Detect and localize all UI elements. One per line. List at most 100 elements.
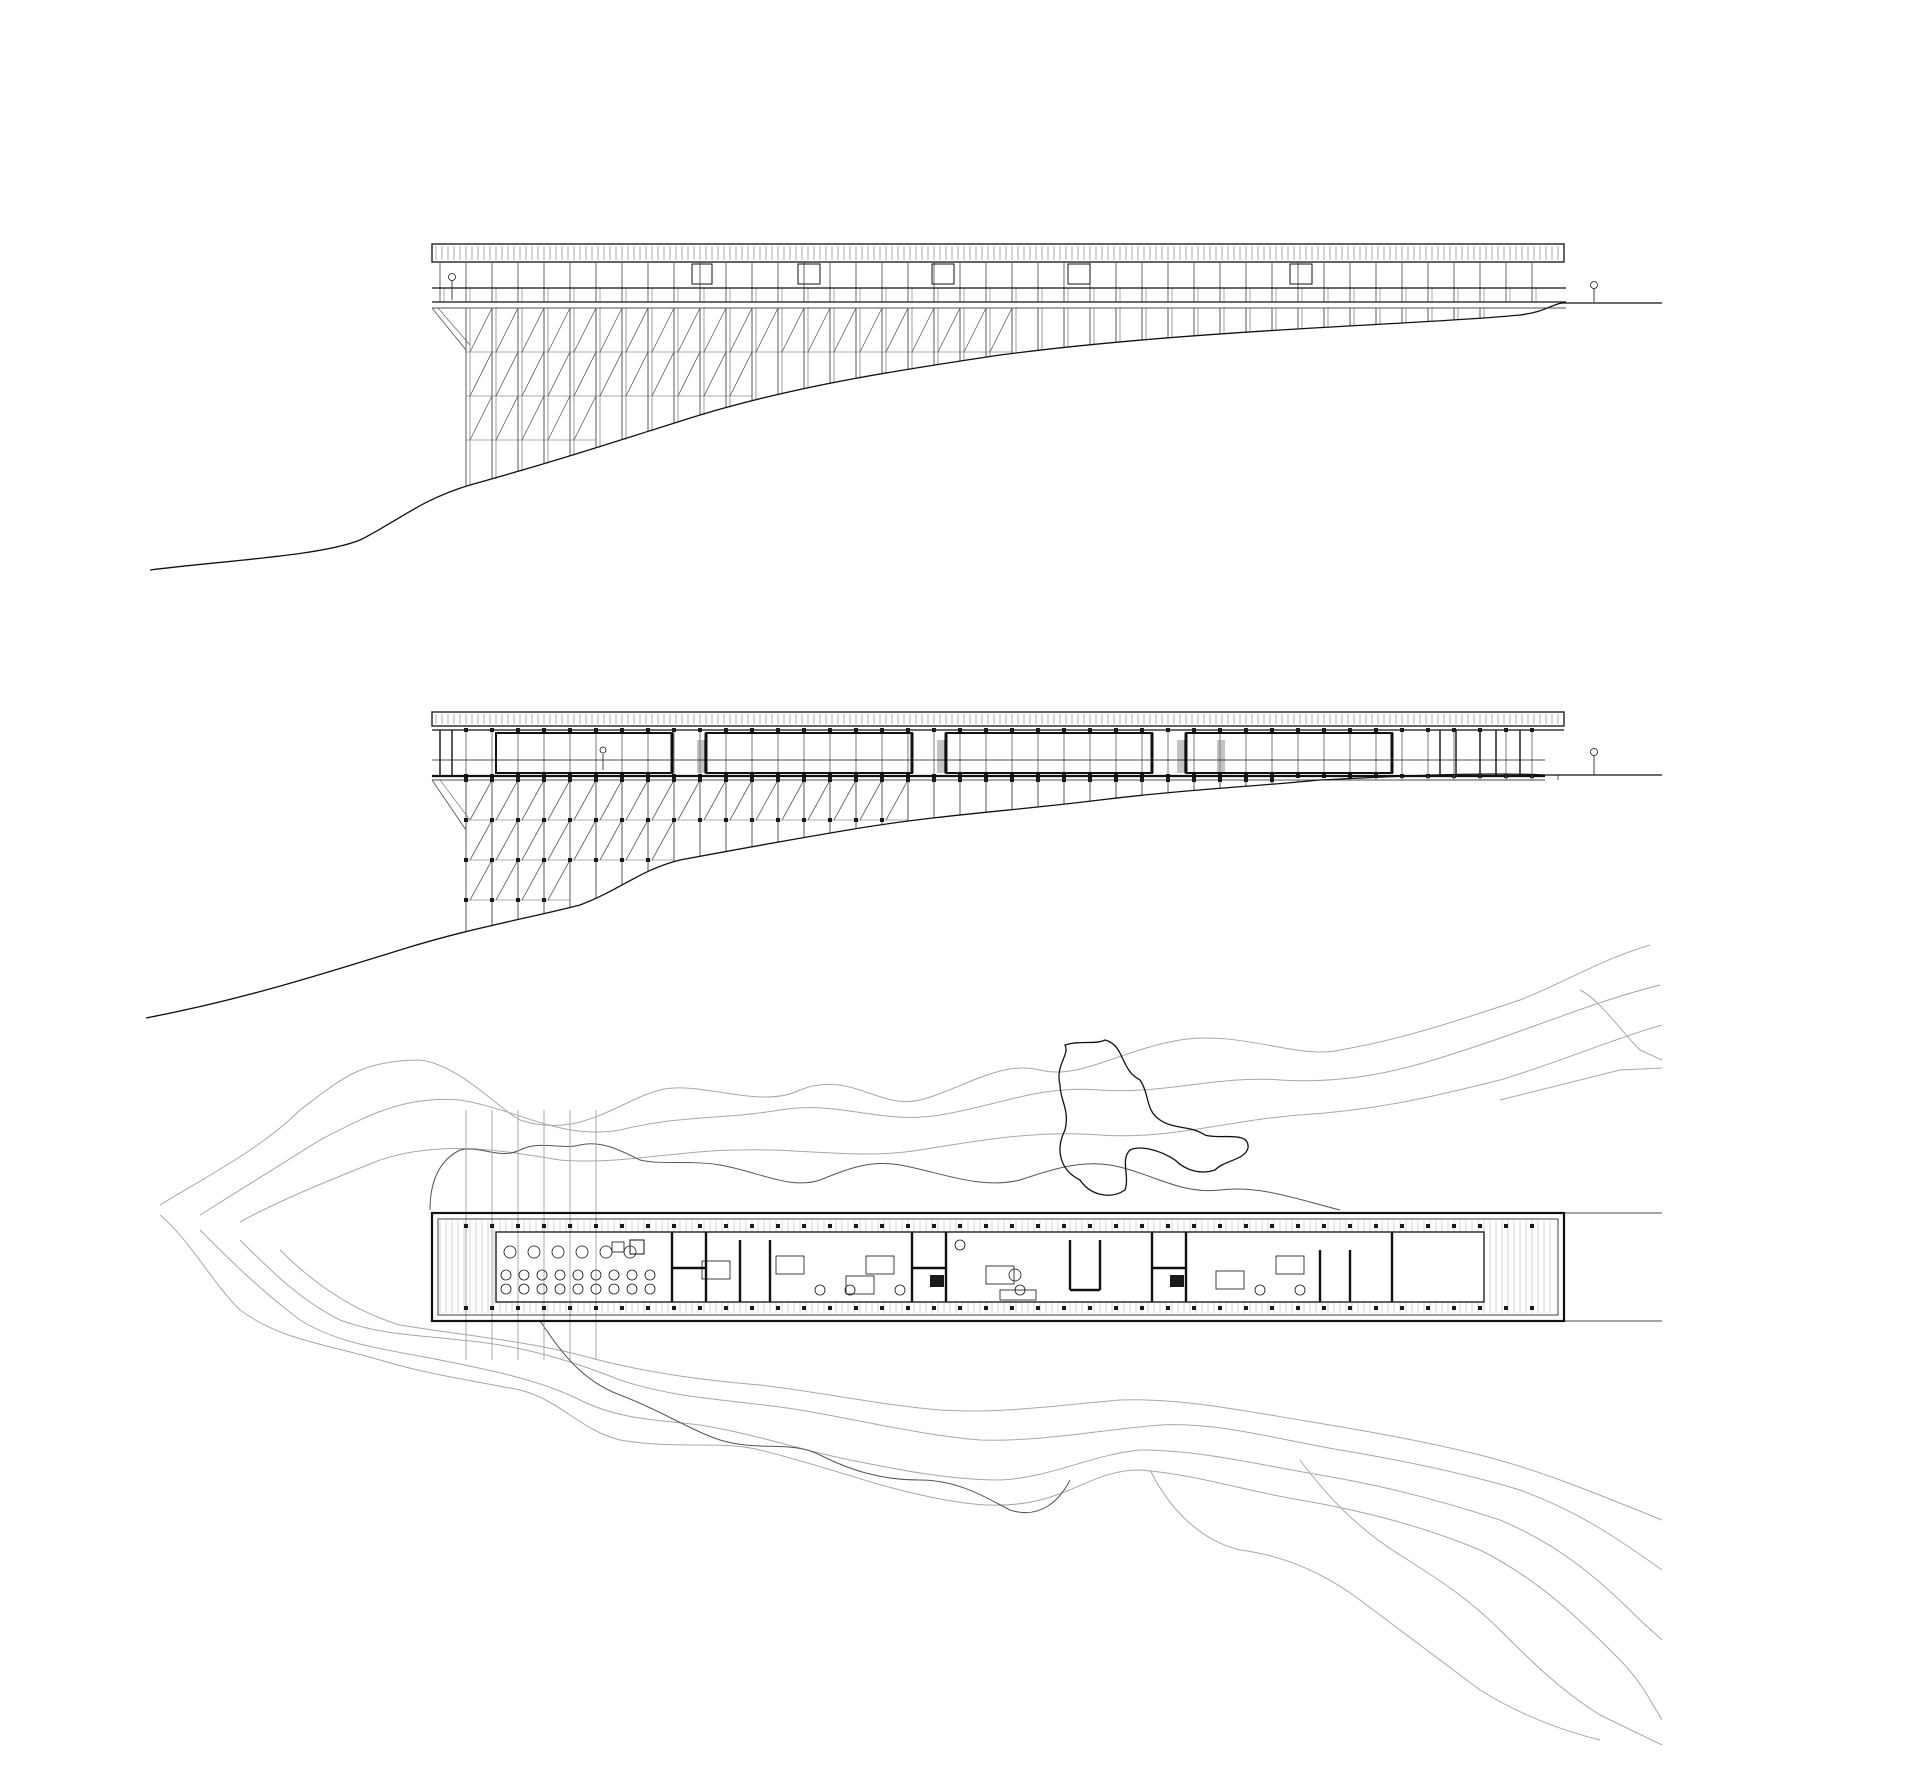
- column: [1062, 1306, 1066, 1310]
- column: [802, 1224, 806, 1228]
- column: [1400, 1224, 1404, 1228]
- column: [958, 1306, 962, 1310]
- dining-chair: [500, 1269, 512, 1281]
- joint-node: [1010, 778, 1014, 782]
- column: [906, 1306, 910, 1310]
- joint-node: [698, 818, 702, 822]
- contour-line: [199, 984, 1661, 1216]
- column: [1296, 1224, 1300, 1228]
- diagonal-brace: [573, 351, 597, 397]
- column-node-top: [724, 728, 728, 732]
- column: [828, 1306, 832, 1310]
- window: [1289, 263, 1313, 285]
- dining-chair: [590, 1269, 602, 1281]
- column-node-top: [776, 728, 780, 732]
- joint-node: [1218, 778, 1222, 782]
- column-node-top: [880, 728, 884, 732]
- deck-slats: [439, 1221, 1551, 1313]
- joint-node: [542, 818, 546, 822]
- joint-node: [1140, 778, 1144, 782]
- column: [1504, 1306, 1508, 1310]
- diagonal-brace: [469, 819, 493, 861]
- diagonal-brace: [963, 307, 987, 353]
- diagonal-brace: [625, 351, 649, 397]
- joint-node: [958, 778, 962, 782]
- dining-chair: [626, 1283, 638, 1295]
- column-node-top: [828, 728, 832, 732]
- cantilever-strut: [437, 307, 471, 346]
- diagonal-brace: [703, 351, 727, 397]
- dining-chair: [503, 1245, 517, 1259]
- diagonal-brace: [703, 779, 727, 821]
- column: [568, 1224, 572, 1228]
- column: [1426, 1224, 1430, 1228]
- column: [1400, 1306, 1404, 1310]
- room-volume: [945, 732, 1153, 774]
- column: [1088, 1306, 1092, 1310]
- diagonal-brace: [547, 307, 571, 353]
- joint-node: [594, 858, 598, 862]
- sink: [611, 1241, 625, 1253]
- column: [776, 1306, 780, 1310]
- rock-outline: [429, 1143, 1341, 1211]
- column-node-top: [1244, 728, 1248, 732]
- column-node-top: [1426, 728, 1430, 732]
- dining-chair: [554, 1269, 566, 1281]
- column: [542, 1224, 546, 1228]
- sofa: [999, 1289, 1037, 1301]
- diagonal-brace: [599, 307, 623, 353]
- column: [1010, 1306, 1014, 1310]
- diagonal-brace: [677, 351, 701, 397]
- column-node-top: [1530, 728, 1534, 732]
- diagonal-brace: [573, 395, 597, 441]
- column: [516, 1224, 520, 1228]
- column-node-top: [750, 728, 754, 732]
- column-node-top: [1062, 728, 1066, 732]
- column: [1374, 1306, 1378, 1310]
- column: [1192, 1224, 1196, 1228]
- column-node-top: [1452, 728, 1456, 732]
- diagonal-brace: [885, 307, 909, 353]
- diagonal-brace: [469, 307, 493, 353]
- column-node-top: [932, 728, 936, 732]
- column: [542, 1306, 546, 1310]
- column: [620, 1306, 624, 1310]
- diagonal-brace: [729, 351, 753, 397]
- column: [1426, 1306, 1430, 1310]
- elevation-upper: [149, 243, 1662, 571]
- joint-node: [854, 778, 858, 782]
- diagonal-brace: [547, 859, 571, 901]
- column-node-top: [958, 728, 962, 732]
- diagonal-brace: [495, 819, 519, 861]
- column: [1166, 1224, 1170, 1228]
- chair: [1254, 1284, 1266, 1296]
- table: [1008, 1268, 1022, 1282]
- diagonal-brace: [989, 307, 1013, 353]
- column: [1244, 1224, 1248, 1228]
- column: [958, 1224, 962, 1228]
- joint-node: [672, 778, 676, 782]
- diagonal-brace: [495, 779, 519, 821]
- column: [984, 1306, 988, 1310]
- column-node-top: [984, 728, 988, 732]
- dining-chair: [527, 1245, 541, 1259]
- joint-node: [1062, 778, 1066, 782]
- joint-node: [880, 818, 884, 822]
- column: [906, 1224, 910, 1228]
- column: [1244, 1306, 1248, 1310]
- timber-substructure: [431, 773, 1559, 932]
- diagonal-brace: [599, 351, 623, 397]
- column: [1088, 1224, 1092, 1228]
- column-node-top: [854, 728, 858, 732]
- column: [1270, 1224, 1274, 1228]
- structural-columns: [464, 1224, 1534, 1310]
- diagonal-brace: [521, 395, 545, 441]
- diagonal-brace: [469, 351, 493, 397]
- tree-canopy-outline: [1058, 1039, 1249, 1196]
- diagonal-brace: [781, 307, 805, 353]
- plan-outline: [430, 1211, 1566, 1323]
- column: [568, 1306, 572, 1310]
- column-node-top: [1296, 728, 1300, 732]
- column-node-top: [1322, 728, 1326, 732]
- diagonal-brace: [859, 307, 883, 353]
